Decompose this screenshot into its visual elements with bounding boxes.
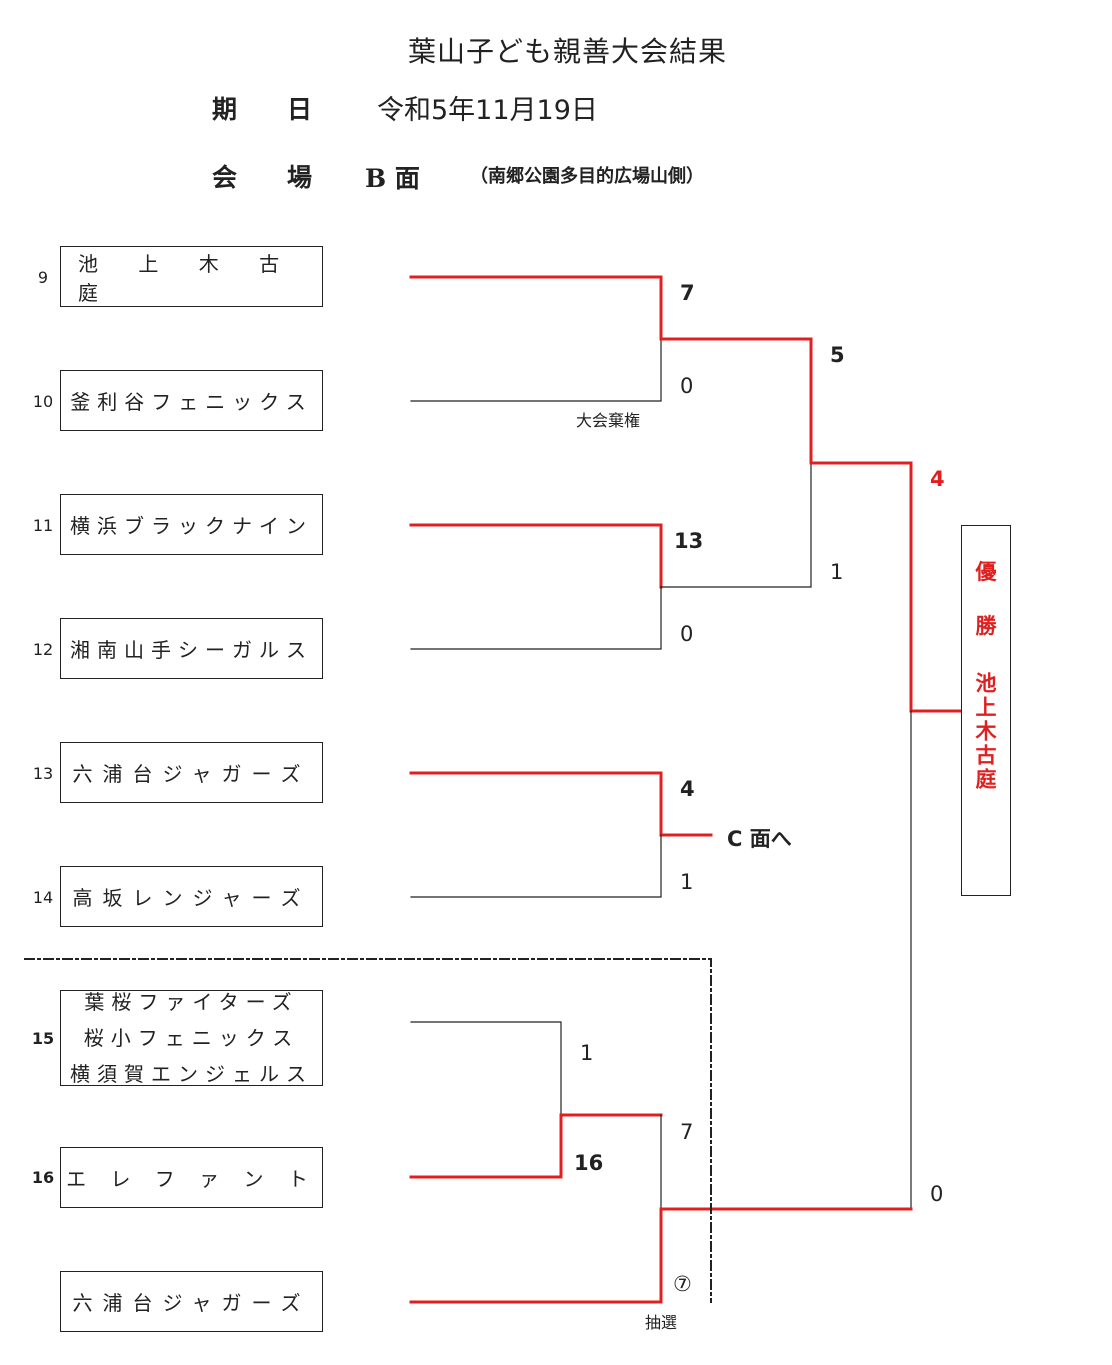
score-m5-bottom: ⑦ [673, 1272, 692, 1296]
score-m4-top: 1 [580, 1041, 594, 1065]
champion-box: 優 勝 池上木古庭 [961, 525, 1011, 896]
m3-loser-line [410, 834, 662, 898]
team-box: 横浜ブラックナイン [60, 494, 323, 555]
seed-13: 13 [32, 764, 54, 783]
m2-winner-line [409, 523, 663, 589]
champion-name: 池上木古庭 [973, 672, 998, 792]
m4-loser-line [410, 1021, 562, 1116]
semi-winner-line [659, 337, 813, 465]
team-box: 六浦台ジャガーズ [60, 1271, 323, 1332]
page-title: 葉山子ども親善大会結果 [407, 35, 727, 68]
team-box: 湘南山手シーガルス [60, 618, 323, 679]
team-name: 釜利谷フェニックス [70, 390, 313, 414]
semi-loser-line [660, 462, 812, 588]
team-box: 六浦台ジャガーズ [60, 742, 323, 803]
score-m3-bottom: 1 [680, 870, 694, 894]
seed-9: 9 [37, 268, 49, 287]
score-m2-top: 13 [674, 529, 704, 553]
team-name: 池 上 木 古 庭 [78, 251, 297, 305]
team-name: 湘南山手シーガルス [70, 638, 313, 662]
m5-winner-line [409, 1207, 913, 1304]
seed-10: 10 [32, 392, 54, 411]
venue-court: B 面 [365, 164, 420, 193]
score-semi-bottom: 1 [830, 560, 844, 584]
score-m2-bottom: 0 [680, 622, 694, 646]
score-final-top: 4 [930, 467, 945, 491]
score-final-bottom: 0 [930, 1182, 944, 1206]
date-value: 令和5年11月19日 [377, 95, 598, 126]
seed-12: 12 [32, 640, 54, 659]
champion-label-2: 勝 [975, 613, 997, 638]
team-name: 葉桜ファイターズ [84, 990, 299, 1014]
m3-winner-line [409, 771, 713, 837]
team-name: 桜小フェニックス [83, 1026, 300, 1050]
withdrawal-note: 大会棄権 [576, 411, 641, 430]
m2-loser-line [410, 586, 662, 650]
date-label: 期 日 [212, 95, 313, 124]
team-box: 高坂レンジャーズ [60, 866, 323, 927]
score-semi-top: 5 [830, 343, 845, 367]
score-m1-bottom: 0 [680, 374, 694, 398]
final-winner-line [809, 461, 963, 713]
venue-note: （南郷公園多目的広場山側） [470, 166, 704, 187]
champion-label-1: 優 [975, 559, 997, 584]
score-m4-bottom: 16 [574, 1151, 604, 1175]
advance-note: C 面へ [727, 827, 792, 851]
section-divider [24, 958, 712, 1303]
score-m1-top: 7 [680, 281, 695, 305]
seed-15: 15 [31, 1029, 55, 1048]
m1-winner-line [409, 275, 663, 341]
m1-loser-line [410, 338, 662, 402]
team-name: 横浜ブラックナイン [70, 514, 313, 538]
seed-14: 14 [32, 888, 54, 907]
team-box-combined: 葉桜ファイターズ 桜小フェニックス 横須賀エンジェルス [60, 990, 323, 1086]
team-name: 六浦台ジャガーズ [72, 762, 311, 786]
venue-label: 会 場 [212, 163, 313, 192]
m4-winner-line [409, 1113, 663, 1179]
team-name: エ レ フ ァ ン ト [66, 1167, 317, 1191]
lottery-note: 抽選 [645, 1313, 678, 1332]
team-name: 六浦台ジャガーズ [72, 1291, 311, 1315]
seed-11: 11 [32, 516, 54, 535]
score-m3-top: 4 [680, 777, 695, 801]
team-name: 高坂レンジャーズ [72, 886, 311, 910]
seed-16: 16 [31, 1168, 55, 1187]
team-box: 釜利谷フェニックス [60, 370, 323, 431]
team-box: エ レ フ ァ ン ト [60, 1147, 323, 1208]
score-m5-top: 7 [680, 1120, 694, 1144]
team-box: 池 上 木 古 庭 [60, 246, 323, 307]
team-name: 横須賀エンジェルス [70, 1062, 313, 1086]
